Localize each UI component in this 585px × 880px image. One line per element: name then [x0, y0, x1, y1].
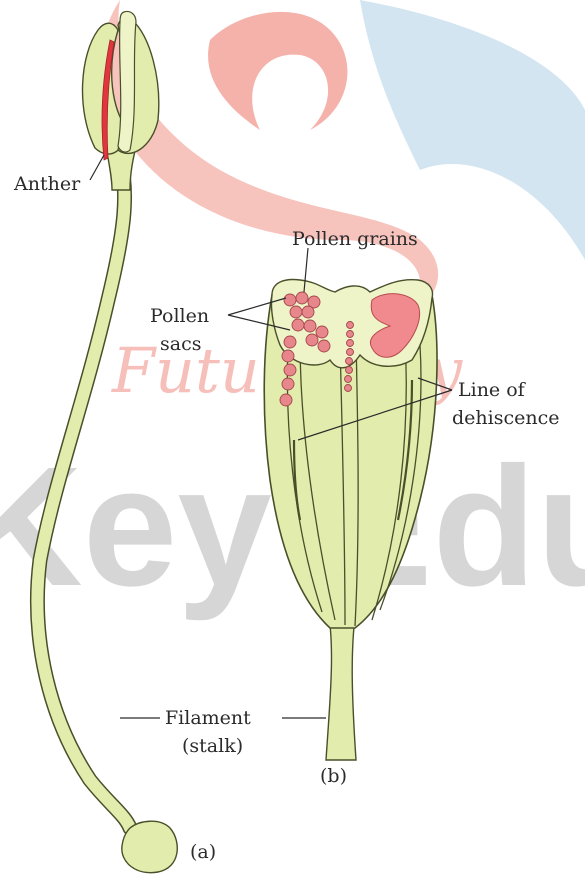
filament-b: [326, 610, 356, 760]
watermark-blue-swirl: [360, 0, 585, 260]
label-line-of-dehiscence-1: Line of: [458, 379, 527, 401]
label-line-of-dehiscence-2: dehiscence: [452, 407, 559, 429]
label-pollen-sacs-2: sacs: [160, 333, 201, 355]
watermark-red-swirl-inner: [208, 12, 347, 130]
label-panel-a: (a): [190, 841, 216, 863]
anther-a: [83, 11, 159, 160]
stamen-b: [264, 280, 437, 760]
label-anther: Anther: [13, 173, 81, 195]
label-pollen-sacs-1: Pollen: [150, 305, 209, 327]
label-filament-2: (stalk): [182, 735, 243, 757]
label-panel-b: (b): [320, 765, 347, 787]
label-pollen-grains: Pollen grains: [292, 228, 418, 250]
filament-tip: [122, 821, 177, 872]
label-filament-1: Filament: [165, 707, 251, 729]
